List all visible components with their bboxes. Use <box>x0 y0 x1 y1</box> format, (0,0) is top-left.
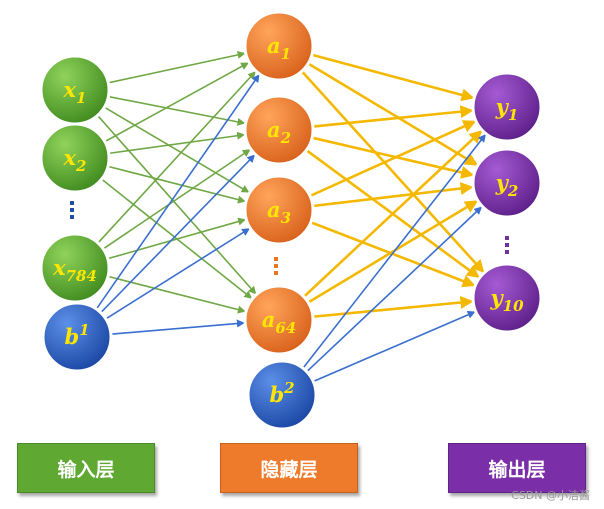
output-node-1: y1 <box>471 71 543 143</box>
edge-input-2-hidden-0 <box>97 71 256 244</box>
input-node-1: x1 <box>39 54 111 126</box>
input-ellipsis <box>70 201 74 219</box>
edge-hidden-0-output-1 <box>307 62 479 167</box>
output-node-2-circle <box>471 147 543 219</box>
hidden-node-1: a1 <box>243 10 315 82</box>
hidden-node-1-circle <box>243 10 315 82</box>
hidden-node-3: a3 <box>243 174 315 246</box>
watermark: CSDN @小洁酱 <box>511 489 590 502</box>
hidden-layer-label: 隐藏层 <box>220 443 358 493</box>
edge-bias1-hidden-0 <box>95 74 260 310</box>
input-node-3: x784 <box>39 232 111 304</box>
edge-hidden-2-output-1 <box>312 182 474 208</box>
edge-hidden-2-output-0 <box>309 120 477 198</box>
edge-bias2-output-2 <box>312 311 476 383</box>
output-layer-label: 输出层 <box>448 443 586 493</box>
input-layer-label: 输入层 <box>17 443 155 493</box>
edge-hidden-0-output-2 <box>300 70 485 274</box>
edge-bias1-hidden-1 <box>100 154 256 314</box>
edge-bias2-output-1 <box>306 206 483 373</box>
edge-bias1-hidden-2 <box>105 227 251 320</box>
edge-hidden-3-output-2 <box>312 296 474 319</box>
edge-hidden-1-output-1 <box>311 136 475 179</box>
output-node-3: y10 <box>471 262 543 334</box>
output-node-3-circle <box>471 262 543 334</box>
output-node-2: y2 <box>471 147 543 219</box>
edge-hidden-3-output-0 <box>302 129 483 298</box>
input-node-2-circle <box>39 122 111 194</box>
edge-input-2-hidden-3 <box>107 275 246 314</box>
edge-input-0-hidden-0 <box>108 50 246 84</box>
hidden-node-3-circle <box>243 174 315 246</box>
output-node-1-circle <box>471 71 543 143</box>
edge-hidden-1-output-0 <box>312 105 474 128</box>
edge-input-2-hidden-2 <box>107 217 247 260</box>
edge-hidden-3-output-1 <box>307 199 479 304</box>
hidden-node-2-circle <box>243 94 315 166</box>
connection-edges <box>95 50 487 383</box>
edge-input-0-hidden-2 <box>103 106 250 193</box>
edge-input-0-hidden-1 <box>108 95 246 126</box>
hidden-bias-node: b2 <box>246 359 318 431</box>
edge-hidden-0-output-0 <box>311 53 475 102</box>
output-ellipsis <box>505 236 509 254</box>
input-bias-node-circle <box>41 301 113 373</box>
edge-input-0-hidden-3 <box>96 114 257 295</box>
hidden-ellipsis <box>274 257 278 275</box>
input-node-2: x2 <box>39 122 111 194</box>
edge-input-1-hidden-1 <box>108 131 246 155</box>
edge-bias2-output-0 <box>302 133 487 369</box>
edge-input-1-hidden-0 <box>104 62 250 143</box>
input-bias-node: b1 <box>41 301 113 373</box>
hidden-node-2: a2 <box>243 94 315 166</box>
edge-bias1-hidden-3 <box>110 319 245 335</box>
edge-input-1-hidden-2 <box>107 165 246 204</box>
hidden-bias-node-circle <box>246 359 318 431</box>
hidden-node-4: a64 <box>243 284 315 356</box>
edge-input-2-hidden-1 <box>102 148 251 250</box>
hidden-node-4-circle <box>243 284 315 356</box>
